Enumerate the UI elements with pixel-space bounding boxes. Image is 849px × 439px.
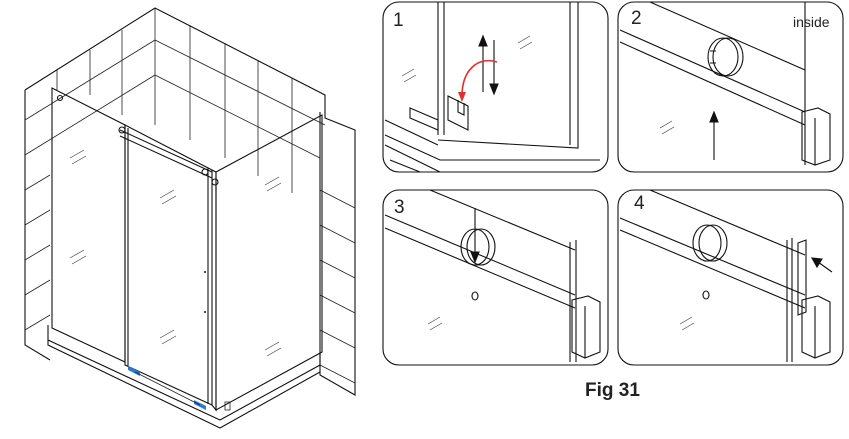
rotate-arrow <box>462 61 497 96</box>
door-handle-dot <box>204 271 206 273</box>
wall-tiles <box>25 8 355 383</box>
panel-number-4: 4 <box>634 193 645 214</box>
detail-panel-3: 3 <box>383 190 608 365</box>
rail-bracket <box>212 179 218 185</box>
shower-tray <box>48 325 320 428</box>
side-glass-panel <box>216 115 322 410</box>
fixed-glass-panel <box>52 88 125 362</box>
door-handle-dot <box>204 311 206 313</box>
panel-number-2: 2 <box>631 8 642 29</box>
figure-caption: Fig 31 <box>585 380 640 401</box>
inside-label: inside <box>793 14 830 30</box>
panel-number-1: 1 <box>393 10 404 31</box>
sliding-glass-door <box>125 125 212 405</box>
push-up-arrow <box>710 112 718 160</box>
insert-arrow <box>812 258 832 272</box>
push-down-arrow <box>471 208 479 262</box>
panel-number-3: 3 <box>394 197 405 218</box>
shower-enclosure-illustration <box>25 8 355 428</box>
rotate-arrow-head <box>458 92 466 102</box>
detail-panel-2: 2 inside <box>618 2 843 172</box>
detail-panel-1: 1 <box>383 2 608 172</box>
glass-reflections <box>70 150 281 356</box>
panel-frame <box>618 190 843 365</box>
rail-roller-right <box>202 169 208 175</box>
top-rail <box>120 130 212 178</box>
rail-roller-left <box>119 127 125 133</box>
slide-arrows <box>479 36 498 94</box>
detail-panel-4: 4 <box>618 190 843 365</box>
panel-frame <box>383 190 608 365</box>
